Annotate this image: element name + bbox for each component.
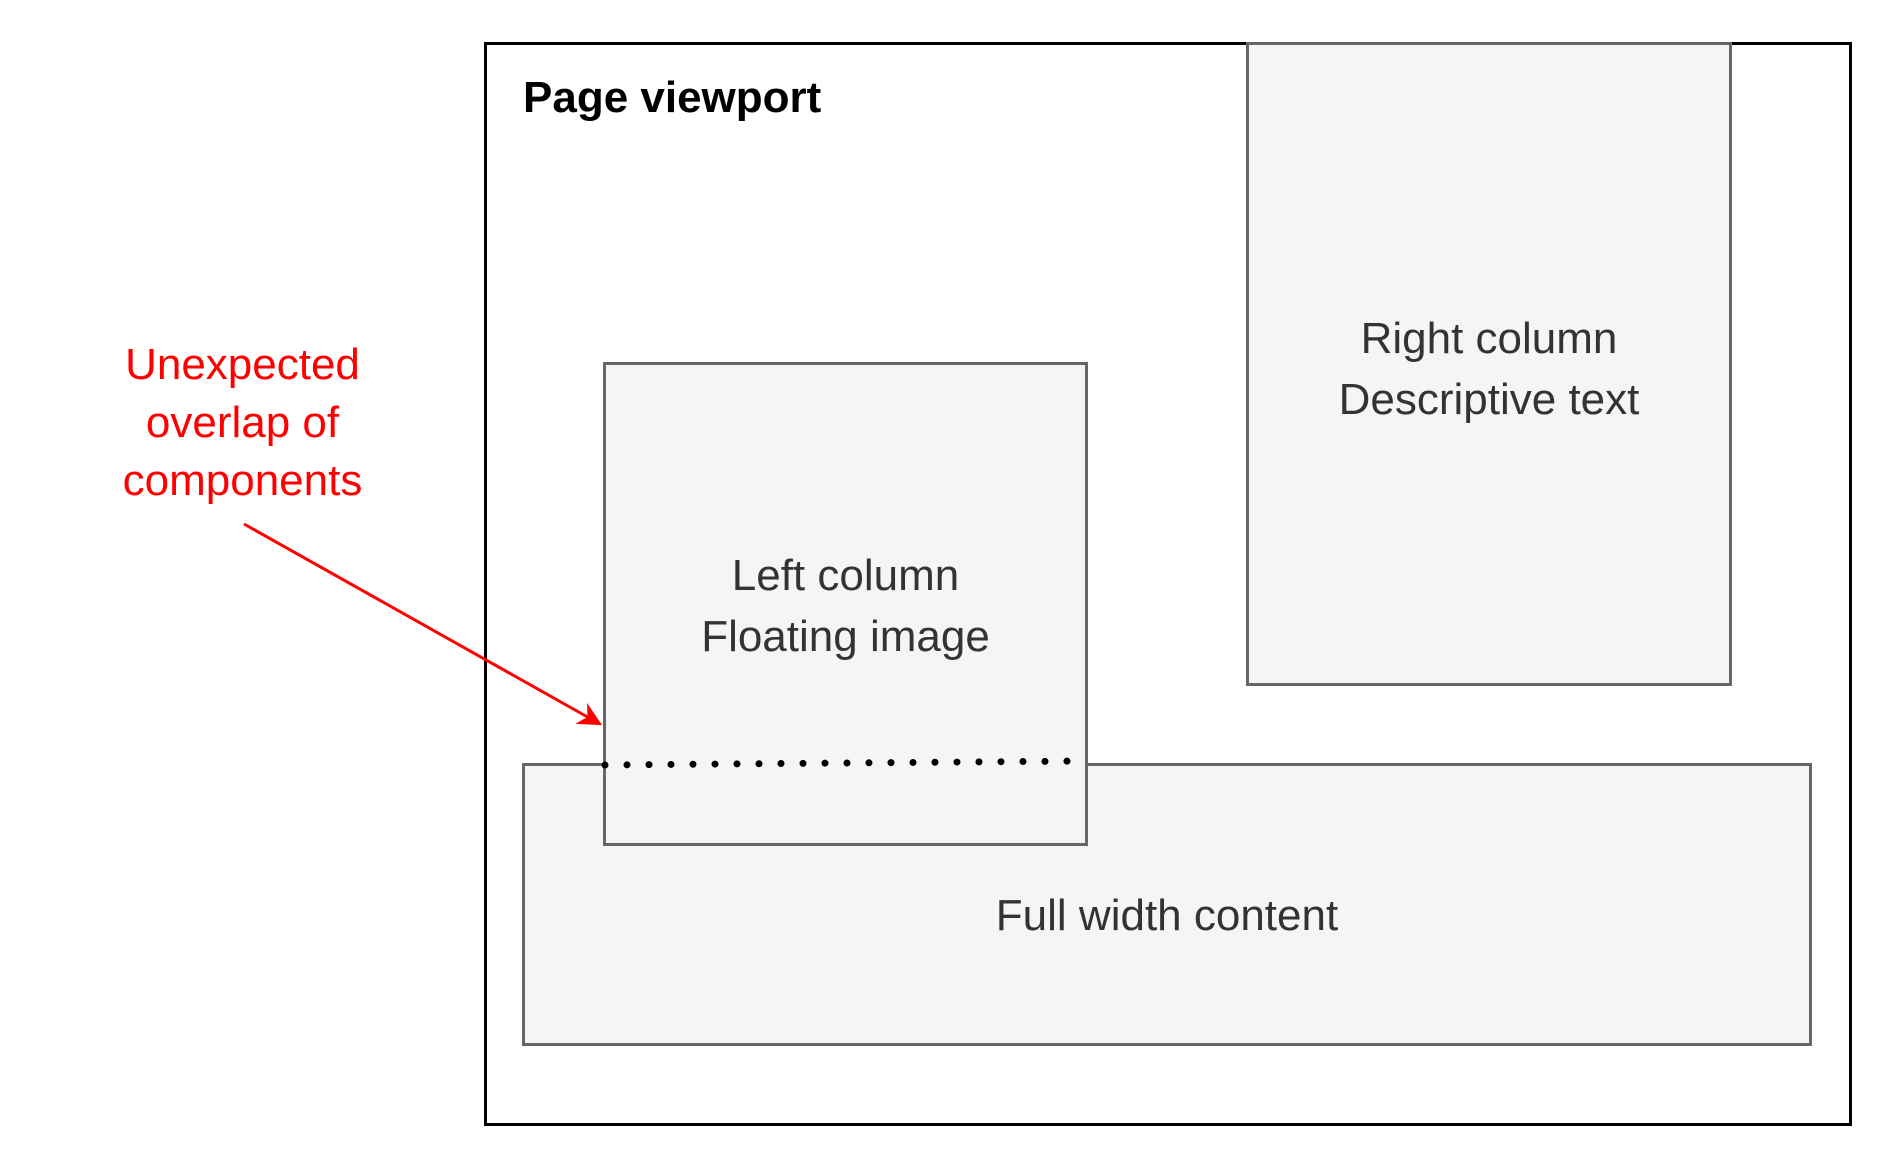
full-width-content-box: Full width content <box>522 763 1812 1046</box>
right-column-label: Right column <box>1360 314 1618 363</box>
full-width-content-label: Full width content <box>995 891 1339 940</box>
left-column-description: Floating image <box>701 612 990 661</box>
right-column-box: Right column Descriptive text <box>1246 42 1732 686</box>
right-column-description: Descriptive text <box>1338 375 1640 424</box>
annotation-line-3: components <box>122 456 363 505</box>
annotation-line-1: Unexpected <box>125 340 360 389</box>
left-column-box: Left column Floating image <box>603 362 1088 846</box>
viewport-title: Page viewport <box>523 73 822 122</box>
annotation-line-2: overlap of <box>145 398 340 447</box>
left-column-label: Left column <box>731 551 960 600</box>
overlap-annotation: Unexpected overlap of components <box>60 336 425 510</box>
